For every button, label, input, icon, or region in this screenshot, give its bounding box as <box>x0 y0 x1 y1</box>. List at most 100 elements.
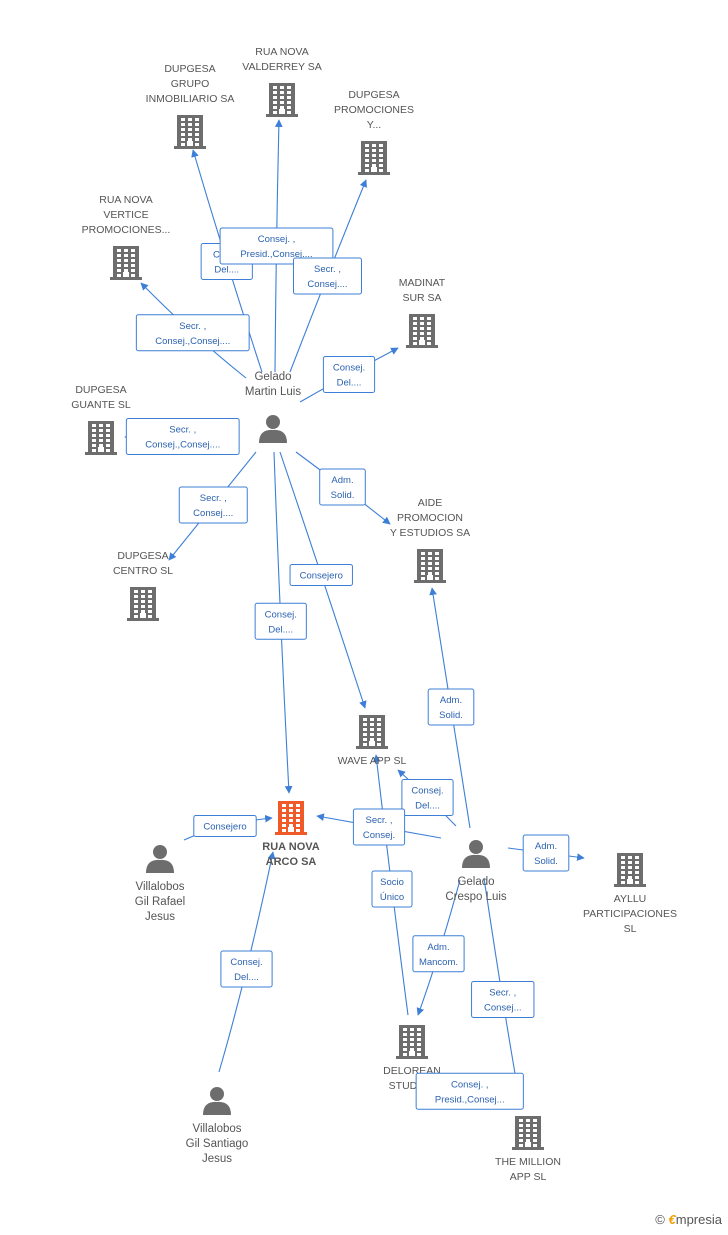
company-node-centro[interactable] <box>127 587 159 621</box>
company-node-grupo[interactable] <box>174 115 206 149</box>
company-label-wave: WAVE APP SL <box>338 755 407 767</box>
building-window <box>428 552 432 555</box>
building-window <box>370 733 374 736</box>
person-node-rafael[interactable] <box>146 845 174 873</box>
relation-label-martin-madinat[interactable]: Consej.Del.... <box>322 356 376 393</box>
building-window <box>273 96 277 99</box>
relation-label-martin-aide[interactable]: Adm.Solid. <box>319 468 366 506</box>
node-label-line: Jesus <box>202 1153 232 1165</box>
node-label-line: Villalobos <box>135 881 184 893</box>
relation-label-martin-arco[interactable]: Consej.Del.... <box>254 602 307 640</box>
relation-box <box>293 257 362 295</box>
building-window <box>628 856 632 859</box>
building-window <box>148 610 152 613</box>
company-node-guante[interactable] <box>85 421 117 455</box>
company-node-aide[interactable] <box>414 549 446 583</box>
company-node-madinat[interactable] <box>406 314 438 348</box>
building-window <box>148 595 152 598</box>
relation-text: Secr. , <box>179 321 206 332</box>
building-window <box>435 557 439 560</box>
relation-label-crespo-aide[interactable]: Adm.Solid. <box>427 688 475 726</box>
relation-text: Consej.... <box>307 279 347 290</box>
relation-label-rafael-arco[interactable]: Consejero <box>193 815 257 837</box>
building-window <box>370 728 374 731</box>
relation-label-martin-vertice[interactable]: Secr. , Consej.,Consej.... <box>135 314 250 352</box>
relation-text: Adm. <box>331 475 353 486</box>
building-window <box>287 96 291 99</box>
building-window <box>124 269 128 272</box>
relation-label-crespo-million[interactable]: Secr. ,Consej... <box>471 981 535 1018</box>
relation-label-martin-centro[interactable]: Secr. ,Consej.... <box>178 486 248 524</box>
building-window <box>519 1144 523 1147</box>
building-door <box>427 575 433 580</box>
relation-label-crespo-delorean[interactable]: Adm.Mancom. <box>412 935 465 973</box>
company-node-vertice[interactable] <box>110 246 142 280</box>
relation-box <box>371 870 413 908</box>
building-window <box>124 264 128 267</box>
building-window <box>117 254 121 257</box>
relation-text: Consej.,Consej.... <box>155 336 230 347</box>
relation-text: Consejero <box>203 822 246 833</box>
building-door <box>140 613 146 618</box>
company-node-ayllu[interactable] <box>614 853 646 887</box>
node-label-line: PROMOCIONES <box>334 104 414 116</box>
person-head <box>210 1087 224 1101</box>
building-window <box>372 159 376 162</box>
building-base <box>396 1056 428 1059</box>
relation-text: Secr. , <box>169 425 196 436</box>
person-body <box>462 854 490 868</box>
relation-box <box>401 779 454 816</box>
building-window <box>282 824 286 827</box>
building-window <box>296 804 300 807</box>
building-window <box>410 1028 414 1031</box>
building-window <box>635 856 639 859</box>
relation-label-martin-valderrey[interactable]: Consej. ,Presid.,Consej.... <box>219 227 334 265</box>
node-label-line: DUPGESA <box>164 63 215 75</box>
building-window <box>188 133 192 136</box>
node-label-line: WAVE APP SL <box>338 755 407 767</box>
building-window <box>282 814 286 817</box>
building-window <box>621 866 625 869</box>
building-window <box>420 322 424 325</box>
relation-label-crespo-ayllu[interactable]: Adm.Solid. <box>522 834 570 872</box>
relation-label-crespo-wave[interactable]: Consej.Del.... <box>401 779 454 816</box>
building-window <box>417 1048 421 1051</box>
building-window <box>435 552 439 555</box>
building-window <box>188 128 192 131</box>
relation-label-martin-guante[interactable]: Secr. ,Consej.,Consej.... <box>125 418 240 455</box>
company-node-promociones[interactable] <box>358 141 390 175</box>
node-label-line: DUPGESA <box>117 550 168 562</box>
building-window <box>420 332 424 335</box>
relation-label-crespo-arco[interactable]: Secr. ,Consej. <box>352 808 406 846</box>
building-window <box>413 317 417 320</box>
building-window <box>117 274 121 277</box>
node-label-line: Gil Rafael <box>135 896 186 908</box>
building-window <box>92 444 96 447</box>
person-node-crespo[interactable] <box>462 840 490 868</box>
company-node-delorean[interactable] <box>396 1025 428 1059</box>
relation-label-santiago-arco[interactable]: Consej.Del.... <box>220 950 273 988</box>
building-window <box>526 1119 530 1122</box>
relation-label-martin-promociones[interactable]: Secr. ,Consej.... <box>293 257 362 295</box>
relation-label-martin-wave[interactable]: Consejero <box>289 564 353 586</box>
building-window <box>141 605 145 608</box>
building-window <box>92 434 96 437</box>
company-node-wave[interactable] <box>356 715 388 749</box>
building-window <box>379 149 383 152</box>
building-window <box>148 605 152 608</box>
company-node-arco[interactable] <box>275 801 307 835</box>
building-window <box>363 728 367 731</box>
node-label-line: Gil Santiago <box>186 1138 249 1150</box>
person-node-santiago[interactable] <box>203 1087 231 1115</box>
company-node-million[interactable] <box>512 1116 544 1150</box>
relation-label-delorean-million[interactable]: Consej. ,Presid.,Consej... <box>415 1072 524 1110</box>
building-window <box>370 723 374 726</box>
company-node-valderrey[interactable] <box>266 83 298 117</box>
building-window <box>106 444 110 447</box>
person-body <box>146 859 174 873</box>
person-node-martin[interactable] <box>259 415 287 443</box>
